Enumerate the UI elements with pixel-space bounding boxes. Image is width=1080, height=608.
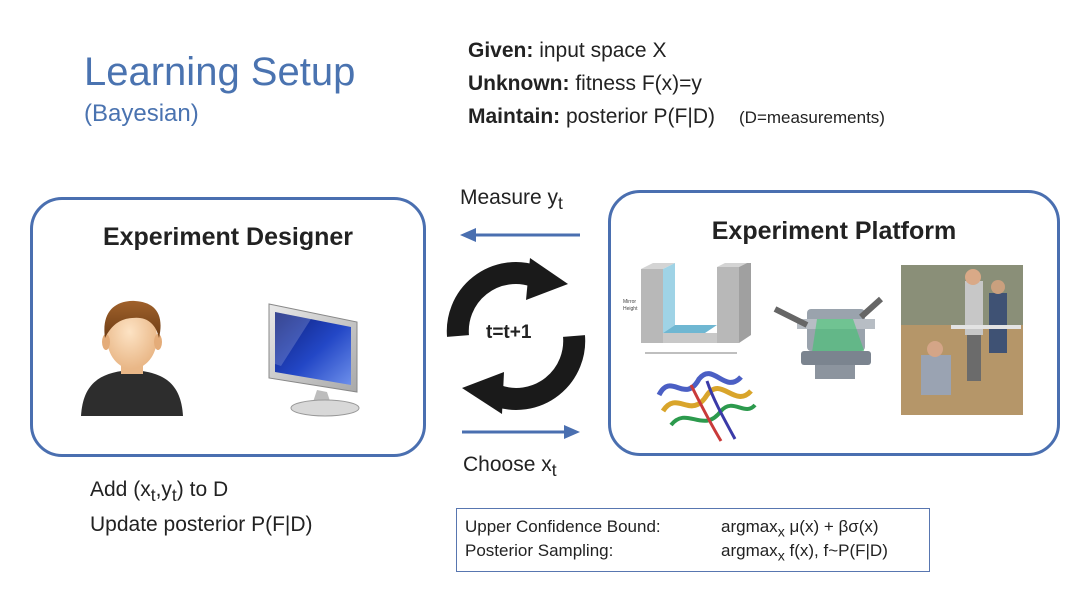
maintain-label: Maintain: xyxy=(468,105,560,128)
ps-label: Posterior Sampling: xyxy=(465,539,613,563)
given-line: Given: input space X xyxy=(468,39,666,63)
ps-row: Posterior Sampling: argmaxx f(x), f~P(F|… xyxy=(465,539,921,563)
cycle-arc-bottom xyxy=(498,336,574,399)
experiment-designer-box: Experiment Designer xyxy=(30,197,426,457)
ps-formula: argmaxx f(x), f~P(F|D) xyxy=(721,539,888,568)
update-text: Add (xt,yt) to D Update posterior P(F|D) xyxy=(90,475,313,540)
slide-title: Learning Setup xyxy=(84,50,355,95)
choose-arrowhead-icon xyxy=(564,425,580,439)
optical-apparatus-figure xyxy=(771,289,891,389)
svg-text:Height: Height xyxy=(623,306,638,312)
svg-text:Mirror: Mirror xyxy=(623,299,636,305)
measure-subscript: t xyxy=(558,193,563,213)
add-line: Add (xt,yt) to D xyxy=(90,475,313,510)
ucb-expression: μ(x) + βσ(x) xyxy=(785,517,879,536)
add-text-a: Add (x xyxy=(90,478,151,501)
ucb-row: Upper Confidence Bound: argmaxx μ(x) + β… xyxy=(465,515,921,539)
unknown-text: fitness F(x)=y xyxy=(569,72,701,95)
choose-subscript: t xyxy=(552,460,557,480)
cycle-arrowhead-top-icon xyxy=(526,258,568,300)
ps-subscript: x xyxy=(778,548,785,564)
measure-label: Measure yt xyxy=(460,186,563,214)
platform-title: Experiment Platform xyxy=(611,217,1057,246)
cycle-arrowhead-bottom-icon xyxy=(462,372,504,414)
protein-structure-figure xyxy=(651,365,761,445)
cycle-label: t=t+1 xyxy=(486,322,531,344)
unknown-label: Unknown: xyxy=(468,72,569,95)
ucb-argmax: argmax xyxy=(721,517,778,536)
ps-argmax: argmax xyxy=(721,541,778,560)
ps-expression: f(x), f~P(F|D) xyxy=(785,541,888,560)
maintain-note: (D=measurements) xyxy=(739,108,885,127)
person-icon xyxy=(77,298,187,416)
add-text-b: ,y xyxy=(156,478,172,501)
maintain-line: Maintain: posterior P(F|D) (D=measurement… xyxy=(468,105,885,129)
choose-text: Choose x xyxy=(463,453,552,476)
slide-subtitle: (Bayesian) xyxy=(84,100,199,128)
unknown-line: Unknown: fitness F(x)=y xyxy=(468,72,702,96)
given-label: Given: xyxy=(468,39,533,62)
maintain-text: posterior P(F|D) xyxy=(560,105,715,128)
measure-text: Measure y xyxy=(460,186,558,209)
mirror-spacing-figure: Mirror Height xyxy=(617,263,765,361)
add-text-c: ) to D xyxy=(177,478,228,501)
acquisition-formula-box: Upper Confidence Bound: argmaxx μ(x) + β… xyxy=(456,508,930,572)
update-line: Update posterior P(F|D) xyxy=(90,510,313,540)
ucb-subscript: x xyxy=(778,524,785,540)
experiment-platform-box: Experiment Platform Mirror Height xyxy=(608,190,1060,456)
computer-monitor-icon xyxy=(261,300,371,418)
measure-arrowhead-icon xyxy=(460,228,476,242)
designer-title: Experiment Designer xyxy=(33,223,423,252)
ucb-label: Upper Confidence Bound: xyxy=(465,515,661,539)
given-text: input space X xyxy=(533,39,666,62)
choose-label: Choose xt xyxy=(463,453,557,481)
human-subjects-photo xyxy=(901,265,1023,415)
